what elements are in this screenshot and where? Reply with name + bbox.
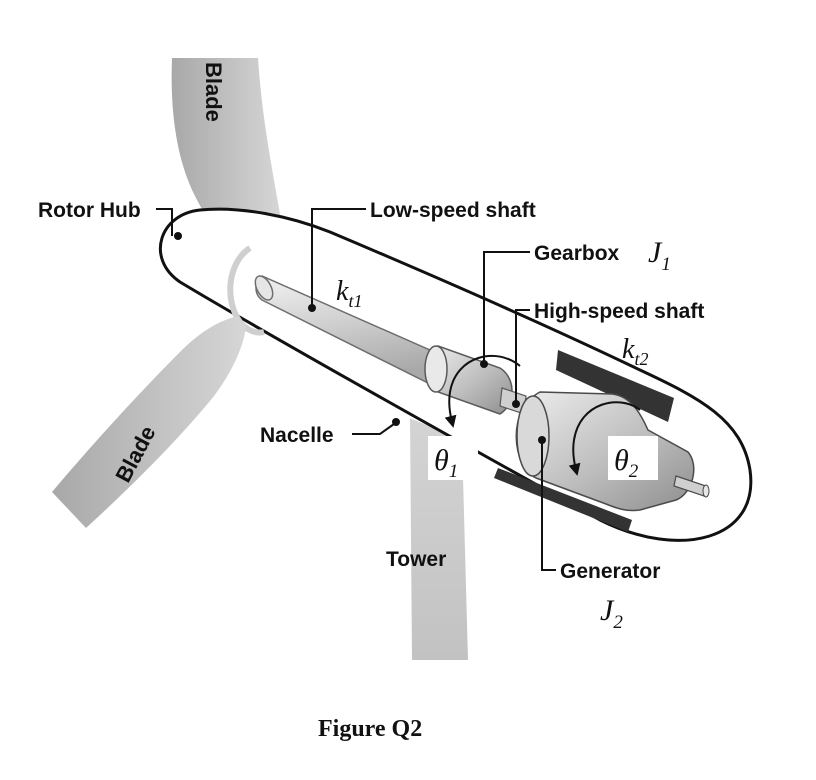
label-high-speed-shaft: High-speed shaft: [534, 300, 704, 323]
symbol-J2: J2: [600, 594, 623, 633]
symbol-theta2: θ2: [614, 444, 639, 482]
gearbox-face: [424, 345, 448, 393]
theta1-label-box: [428, 436, 478, 480]
generator-rail-top-dark: [556, 350, 674, 422]
label-tower: Tower: [386, 548, 446, 571]
theta2-label-box: [608, 436, 658, 480]
leader-lines: [156, 208, 556, 571]
low-speed-shaft-end: [254, 275, 274, 301]
label-low-speed-shaft: Low-speed shaft: [370, 199, 536, 222]
symbol-kt2: kt2: [622, 334, 648, 369]
blade-bottom-shape: [52, 316, 246, 528]
generator-rail-bottom-dark: [494, 468, 632, 532]
label-generator: Generator: [560, 560, 660, 583]
label-blade-top: Blade: [201, 62, 226, 122]
theta2-rotation-arrow: [568, 401, 641, 476]
label-gearbox: Gearbox: [534, 242, 620, 265]
generator-face: [516, 395, 550, 477]
label-rotor-hub: Rotor Hub: [38, 199, 141, 222]
theta1-rotation-arrow: [444, 354, 521, 428]
symbol-theta1: θ1: [434, 444, 458, 482]
label-nacelle: Nacelle: [260, 424, 334, 447]
symbol-J1: J1: [648, 236, 671, 275]
figure-caption: Figure Q2: [318, 716, 422, 742]
symbol-kt1: kt1: [336, 276, 362, 311]
